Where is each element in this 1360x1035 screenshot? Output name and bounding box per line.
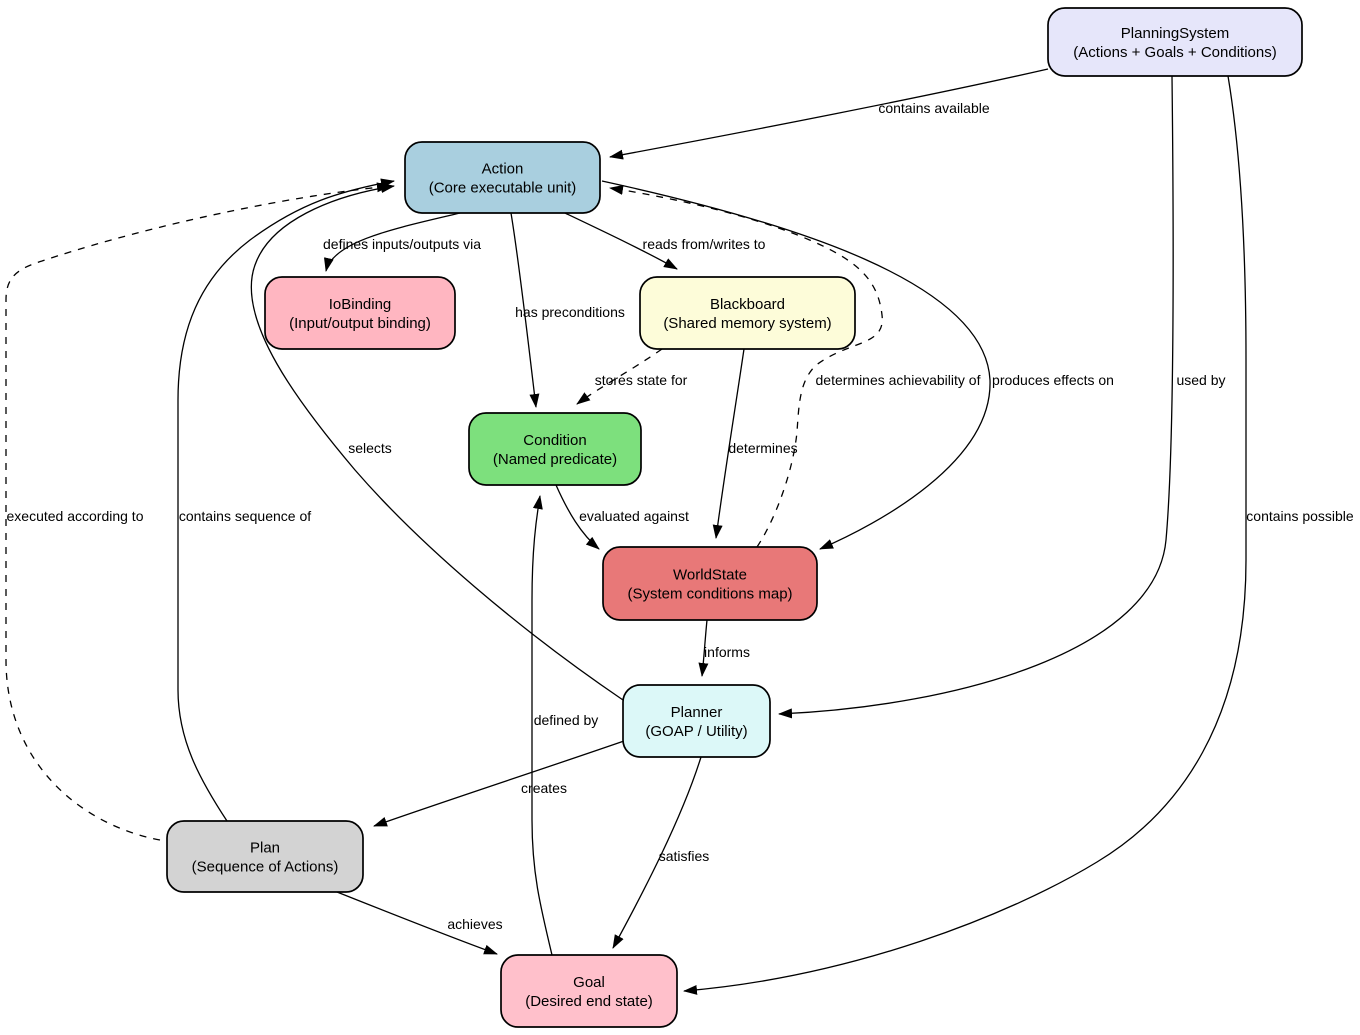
node-world-state-title: WorldState xyxy=(673,567,747,584)
node-blackboard-box xyxy=(639,276,856,350)
defines-io-via-edge xyxy=(324,212,461,272)
node-goal-title: Goal xyxy=(573,974,605,991)
creates-edge-label: creates xyxy=(521,780,567,796)
node-action: Action (Core executable unit) xyxy=(404,141,601,214)
defined-by-edge xyxy=(531,495,553,956)
node-world-state: WorldState (System conditions map) xyxy=(602,546,818,621)
contains-available-edge-label: contains available xyxy=(878,100,990,116)
contains-possible-edge xyxy=(683,75,1247,995)
node-io-binding-title: IoBinding xyxy=(329,296,392,313)
node-condition-title: Condition xyxy=(523,432,586,449)
node-planning-system: PlanningSystem (Actions + Goals + Conditi… xyxy=(1047,7,1303,77)
node-goal: Goal (Desired end state) xyxy=(500,954,678,1028)
determines-edge-label: determines xyxy=(728,440,797,456)
contains-possible-edge-label: contains possible xyxy=(1246,508,1354,524)
node-blackboard-title: Blackboard xyxy=(710,296,785,313)
node-io-binding-box xyxy=(264,276,456,350)
node-goal-box xyxy=(500,954,678,1028)
node-goal-subtitle: (Desired end state) xyxy=(525,993,653,1010)
reads-writes-edge xyxy=(564,212,678,270)
contains-sequence-edge xyxy=(177,178,395,822)
node-planner-title: Planner xyxy=(671,704,723,721)
determines-achievability-edge xyxy=(609,185,883,548)
achieves-edge xyxy=(336,891,498,955)
evaluated-against-edge xyxy=(555,484,600,550)
node-io-binding-subtitle: (Input/output binding) xyxy=(289,315,431,332)
informs-edge xyxy=(698,619,709,677)
determines-achievability-edge-label: determines achievability of xyxy=(816,372,981,388)
used-by-edge-label: used by xyxy=(1176,372,1225,388)
node-action-box xyxy=(404,141,601,214)
reads-writes-edge-label: reads from/writes to xyxy=(643,236,766,252)
stores-state-for-edge-label: stores state for xyxy=(595,372,688,388)
node-condition-box xyxy=(468,412,642,486)
node-planner-subtitle: (GOAP / Utility) xyxy=(645,723,747,740)
node-planner: Planner (GOAP / Utility) xyxy=(622,684,771,758)
node-planner-box xyxy=(622,684,771,758)
edge-labels-layer: contains available used by contains possib… xyxy=(7,100,1354,932)
has-preconditions-edge-label: has preconditions xyxy=(515,304,625,320)
executed-according-edge xyxy=(5,182,391,841)
defines-io-via-edge-label: defines inputs/outputs via xyxy=(323,236,481,252)
node-condition: Condition (Named predicate) xyxy=(468,412,642,486)
contains-sequence-edge-label: contains sequence of xyxy=(179,508,311,524)
node-action-subtitle: (Core executable unit) xyxy=(429,180,577,197)
produces-effects-edge-label: produces effects on xyxy=(992,372,1114,388)
node-planning-system-title: PlanningSystem xyxy=(1121,25,1229,42)
executed-according-edge-label: executed according to xyxy=(7,508,144,524)
contains-available-edge xyxy=(609,68,1049,160)
node-planning-system-subtitle: (Actions + Goals + Conditions) xyxy=(1073,44,1276,61)
satisfies-edge xyxy=(612,756,702,949)
informs-edge-label: informs xyxy=(704,644,750,660)
achieves-edge-label: achieves xyxy=(447,916,502,932)
nodes-layer: PlanningSystem (Actions + Goals + Conditi… xyxy=(166,7,1303,1028)
determines-edge xyxy=(712,348,745,539)
node-plan-box xyxy=(166,820,364,893)
node-blackboard-subtitle: (Shared memory system) xyxy=(663,315,831,332)
selects-edge-label: selects xyxy=(348,440,392,456)
node-plan-subtitle: (Sequence of Actions) xyxy=(192,859,339,876)
node-io-binding: IoBinding (Input/output binding) xyxy=(264,276,456,350)
satisfies-edge-label: satisfies xyxy=(659,848,710,864)
selects-edge xyxy=(250,183,624,701)
node-plan: Plan (Sequence of Actions) xyxy=(166,820,364,893)
edges-layer xyxy=(5,68,1247,995)
node-blackboard: Blackboard (Shared memory system) xyxy=(639,276,856,350)
evaluated-against-edge-label: evaluated against xyxy=(579,508,689,524)
node-action-title: Action xyxy=(482,161,524,178)
node-world-state-box xyxy=(602,546,818,621)
used-by-edge xyxy=(778,75,1174,719)
node-world-state-subtitle: (System conditions map) xyxy=(627,586,792,603)
node-condition-subtitle: (Named predicate) xyxy=(493,451,617,468)
defined-by-edge-label: defined by xyxy=(534,712,599,728)
node-plan-title: Plan xyxy=(250,840,280,857)
creates-edge xyxy=(373,740,625,827)
node-planning-system-box xyxy=(1047,7,1303,77)
has-preconditions-edge xyxy=(510,212,540,408)
